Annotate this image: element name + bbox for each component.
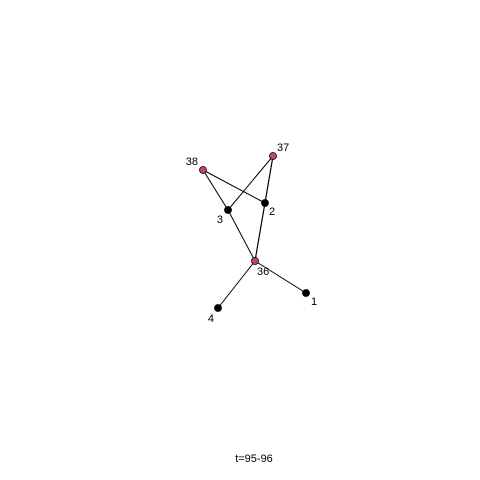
edge-3-36 (227, 209, 256, 262)
node-label-36: 36 (257, 266, 269, 278)
node-label-37: 37 (277, 142, 289, 154)
node-label-2: 2 (269, 206, 275, 218)
labels-layer: 38 37 3 2 36 4 1 (186, 142, 317, 325)
nodes-layer (199, 152, 310, 312)
edge-36-4 (217, 260, 256, 309)
node-4 (214, 304, 222, 312)
node-label-1: 1 (311, 296, 317, 308)
node-label-3: 3 (217, 214, 223, 226)
node-2 (261, 199, 269, 207)
edge-37-3 (227, 155, 274, 211)
node-label-38: 38 (186, 156, 198, 168)
edge-38-2 (202, 169, 266, 204)
node-37 (269, 152, 277, 160)
node-label-4: 4 (208, 313, 214, 325)
edge-2-36 (254, 202, 266, 262)
node-38 (199, 166, 207, 174)
node-36 (251, 257, 259, 265)
time-caption: t=95-96 (235, 453, 273, 465)
node-3 (224, 206, 232, 214)
edge-36-1 (254, 260, 307, 294)
edges-layer (202, 155, 307, 309)
edge-38-3 (202, 169, 229, 211)
node-1 (302, 289, 310, 297)
